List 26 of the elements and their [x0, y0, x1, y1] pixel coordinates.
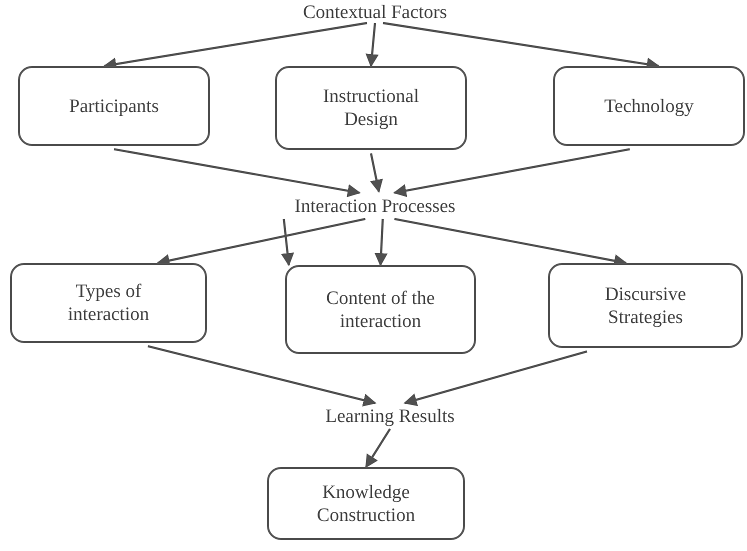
process-box	[267, 467, 465, 540]
arrow	[374, 218, 388, 266]
arrow	[114, 148, 361, 198]
box-label: Knowledge Construction	[316, 480, 416, 526]
box-label: Participants	[69, 94, 159, 118]
box-label: Instructional Design	[322, 85, 420, 131]
stage-heading: Contextual Factors	[295, 1, 455, 23]
arrow	[404, 350, 588, 406]
process-box	[18, 66, 210, 146]
box-label: Discursive Strategies	[604, 282, 688, 328]
process-box	[275, 66, 467, 150]
process-box	[548, 263, 743, 348]
process-box	[285, 265, 476, 354]
arrow	[280, 218, 294, 266]
arrow	[366, 22, 379, 68]
arrow	[393, 148, 630, 198]
box-label: Technology	[604, 94, 694, 118]
arrow	[370, 153, 383, 193]
box-label: Content of the interaction	[325, 286, 436, 332]
box-label: Types of interaction	[66, 280, 150, 326]
stage-heading: Learning Results	[316, 404, 464, 428]
process-box	[553, 66, 745, 146]
arrow	[365, 428, 391, 468]
process-box	[10, 263, 207, 343]
stage-heading: Interaction Processes	[278, 194, 472, 218]
arrow	[148, 345, 376, 407]
